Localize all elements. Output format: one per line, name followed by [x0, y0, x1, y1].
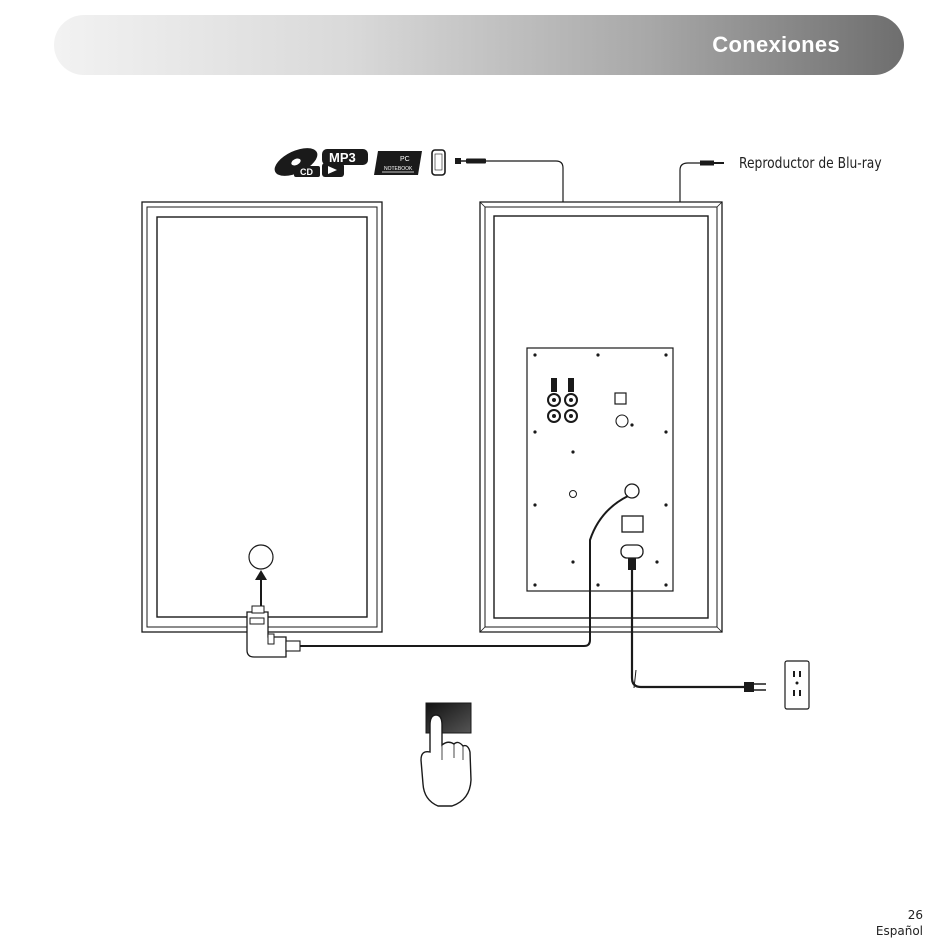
- mp3-icon-label: MP3: [329, 150, 356, 165]
- mp3-icon: MP3: [322, 149, 368, 177]
- notebook-icon-label: NOTEBOOK: [384, 166, 413, 172]
- cd-icon-label: CD: [300, 167, 313, 177]
- language-label: Español: [876, 924, 923, 938]
- left-speaker: [142, 202, 382, 632]
- left-speaker-input-jack: [249, 545, 273, 569]
- power-button-press-icon: [421, 703, 471, 806]
- smartphone-icon: [432, 150, 445, 175]
- wall-outlet-icon: [785, 661, 809, 709]
- power-switch: [622, 516, 643, 532]
- pc-notebook-icon: PC NOTEBOOK: [374, 151, 422, 175]
- cd-icon: CD: [271, 142, 322, 181]
- page-number: 26: [908, 908, 923, 922]
- rear-panel: [527, 348, 673, 591]
- ac-socket: [621, 545, 643, 558]
- optical-input-port: [615, 393, 626, 404]
- pc-icon-label: PC: [400, 156, 410, 163]
